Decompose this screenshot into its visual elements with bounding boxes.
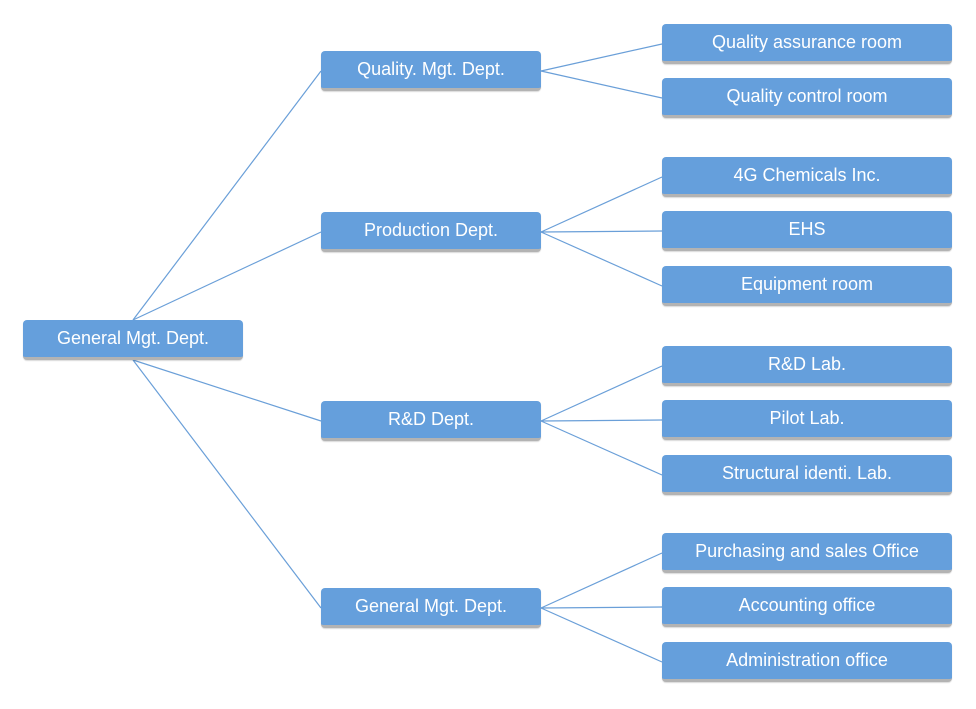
unit-node-quality-control-room[interactable]: Quality control room	[662, 78, 952, 118]
unit-node-label: EHS	[788, 219, 826, 239]
unit-node-label: Accounting office	[738, 595, 876, 615]
connector-dept-to-unit	[540, 176, 663, 233]
connector-dept-to-unit	[540, 43, 663, 72]
dept-node-label: General Mgt. Dept.	[354, 596, 508, 616]
connector-root-to-dept	[132, 70, 322, 321]
connector-dept-to-unit	[540, 70, 663, 99]
unit-node-pilot-lab[interactable]: Pilot Lab.	[662, 400, 952, 440]
unit-node-ehs[interactable]: EHS	[662, 211, 952, 251]
connector-dept-to-unit	[540, 420, 663, 476]
unit-node-label: Purchasing and sales Office	[695, 541, 919, 561]
connector-root-to-dept	[132, 359, 322, 422]
connector-dept-to-unit	[540, 231, 663, 287]
unit-node-4g-chemicals[interactable]: 4G Chemicals Inc.	[662, 157, 952, 197]
connector-dept-to-unit	[540, 419, 663, 422]
unit-node-administration-office[interactable]: Administration office	[662, 642, 952, 682]
unit-node-label: Quality control room	[726, 86, 888, 106]
unit-node-label: Equipment room	[740, 274, 874, 294]
dept-node-quality-mgt[interactable]: Quality. Mgt. Dept.	[321, 51, 541, 91]
root-node-label: General Mgt. Dept.	[56, 328, 210, 348]
connector-root-to-dept	[132, 231, 322, 321]
unit-node-label: Pilot Lab.	[769, 408, 845, 428]
unit-node-label: Quality assurance room	[711, 32, 903, 52]
unit-node-accounting-office[interactable]: Accounting office	[662, 587, 952, 627]
unit-node-label: R&D Lab.	[767, 354, 847, 374]
unit-node-rd-lab[interactable]: R&D Lab.	[662, 346, 952, 386]
dept-node-production[interactable]: Production Dept.	[321, 212, 541, 252]
connector-dept-to-unit	[540, 606, 663, 609]
root-node-general-mgt-dept[interactable]: General Mgt. Dept.	[23, 320, 243, 360]
connector-dept-to-unit	[540, 365, 663, 422]
unit-node-label: Structural identi. Lab.	[721, 463, 893, 483]
connector-dept-to-unit	[540, 230, 663, 233]
dept-node-general-mgt[interactable]: General Mgt. Dept.	[321, 588, 541, 628]
dept-node-label: Quality. Mgt. Dept.	[357, 59, 505, 79]
unit-node-label: 4G Chemicals Inc.	[733, 165, 881, 185]
dept-node-label: Production Dept.	[363, 220, 499, 240]
unit-node-quality-assurance-room[interactable]: Quality assurance room	[662, 24, 952, 64]
unit-node-structural-identi-lab[interactable]: Structural identi. Lab.	[662, 455, 952, 495]
connector-root-to-dept	[132, 359, 322, 609]
unit-node-equipment-room[interactable]: Equipment room	[662, 266, 952, 306]
unit-node-purchasing-sales-office[interactable]: Purchasing and sales Office	[662, 533, 952, 573]
connector-dept-to-unit	[540, 552, 663, 609]
unit-node-label: Administration office	[726, 650, 888, 670]
dept-node-rd[interactable]: R&D Dept.	[321, 401, 541, 441]
connector-dept-to-unit	[540, 607, 663, 663]
dept-node-label: R&D Dept.	[387, 409, 475, 429]
